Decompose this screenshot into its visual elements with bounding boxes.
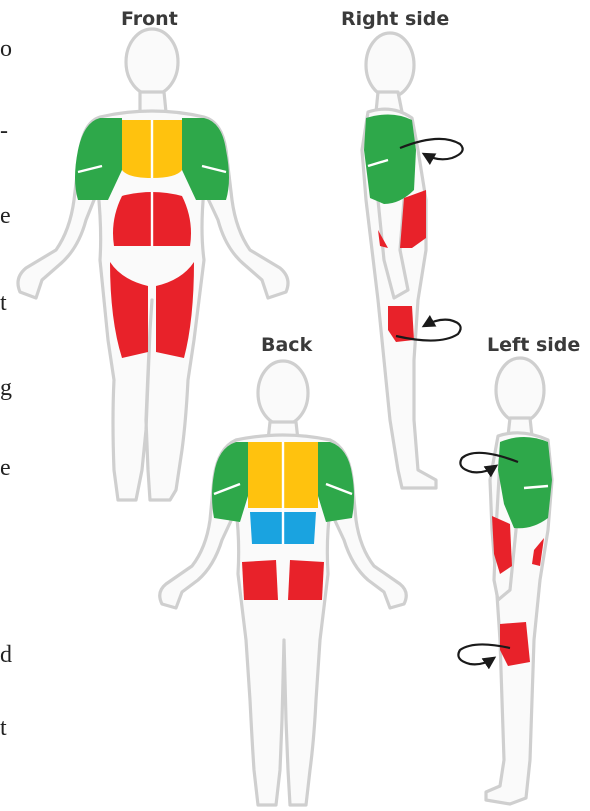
front-body-outline bbox=[18, 29, 288, 500]
front-figure: Front bbox=[18, 8, 288, 500]
front-label: Front bbox=[121, 8, 178, 30]
edge-char: e bbox=[0, 455, 11, 481]
back-left-upper-arm-zone bbox=[212, 442, 248, 522]
left-side-label: Left side bbox=[487, 334, 580, 356]
edge-char: t bbox=[0, 290, 7, 316]
edge-char: - bbox=[0, 118, 8, 144]
right-side-label: Right side bbox=[341, 8, 449, 30]
edge-char: e bbox=[0, 203, 11, 229]
back-figure: Back bbox=[160, 334, 407, 805]
back-right-buttock-zone bbox=[288, 560, 324, 600]
left-side-body-outline bbox=[486, 358, 552, 804]
right-side-body-outline bbox=[362, 33, 436, 488]
edge-char: t bbox=[0, 715, 7, 741]
left-side-figure: Left side bbox=[458, 334, 580, 804]
edge-char: g bbox=[0, 375, 12, 401]
back-body-outline bbox=[160, 361, 407, 805]
back-left-buttock-zone bbox=[242, 560, 278, 600]
edge-text-column: o - e t g e d t bbox=[0, 36, 12, 741]
right-side-upper-arm-zone bbox=[364, 114, 416, 204]
edge-char: d bbox=[0, 642, 12, 668]
back-label: Back bbox=[261, 334, 313, 356]
right-side-figure: Right side bbox=[341, 8, 463, 488]
edge-char: o bbox=[0, 36, 12, 62]
back-right-upper-arm-zone bbox=[318, 442, 354, 522]
